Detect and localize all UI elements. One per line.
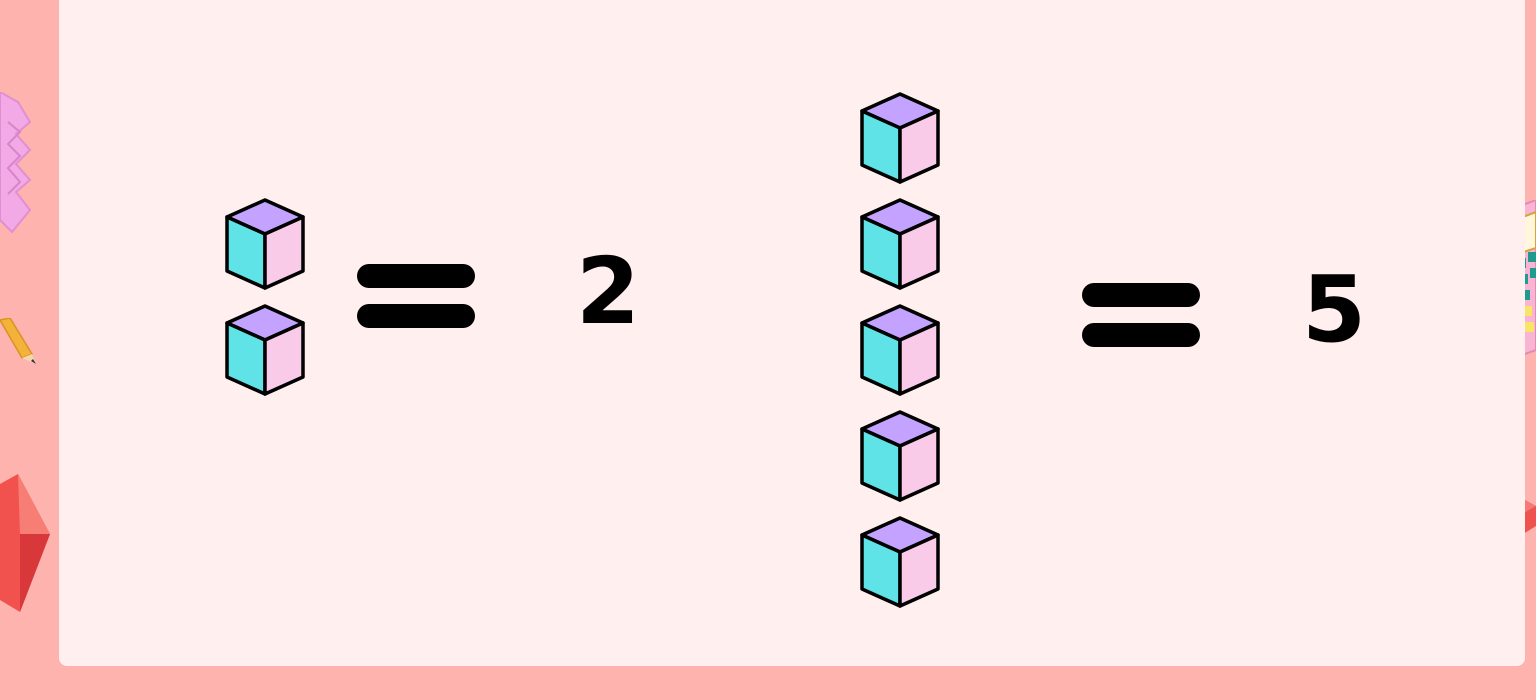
cube-icon xyxy=(860,92,940,184)
cube-icon xyxy=(860,516,940,608)
pencil-icon xyxy=(0,318,36,364)
equals-sign-icon xyxy=(357,264,475,328)
cube-icon xyxy=(225,304,305,396)
cube-icon xyxy=(860,198,940,290)
cube-icon xyxy=(860,410,940,502)
cube-icon xyxy=(860,304,940,396)
cube-icon xyxy=(225,198,305,290)
zigzag-ruler-icon xyxy=(0,92,32,234)
gem-icon xyxy=(0,474,50,612)
result-number: 2 xyxy=(576,238,641,345)
equals-sign-icon xyxy=(1082,283,1200,347)
result-number: 5 xyxy=(1302,256,1367,363)
